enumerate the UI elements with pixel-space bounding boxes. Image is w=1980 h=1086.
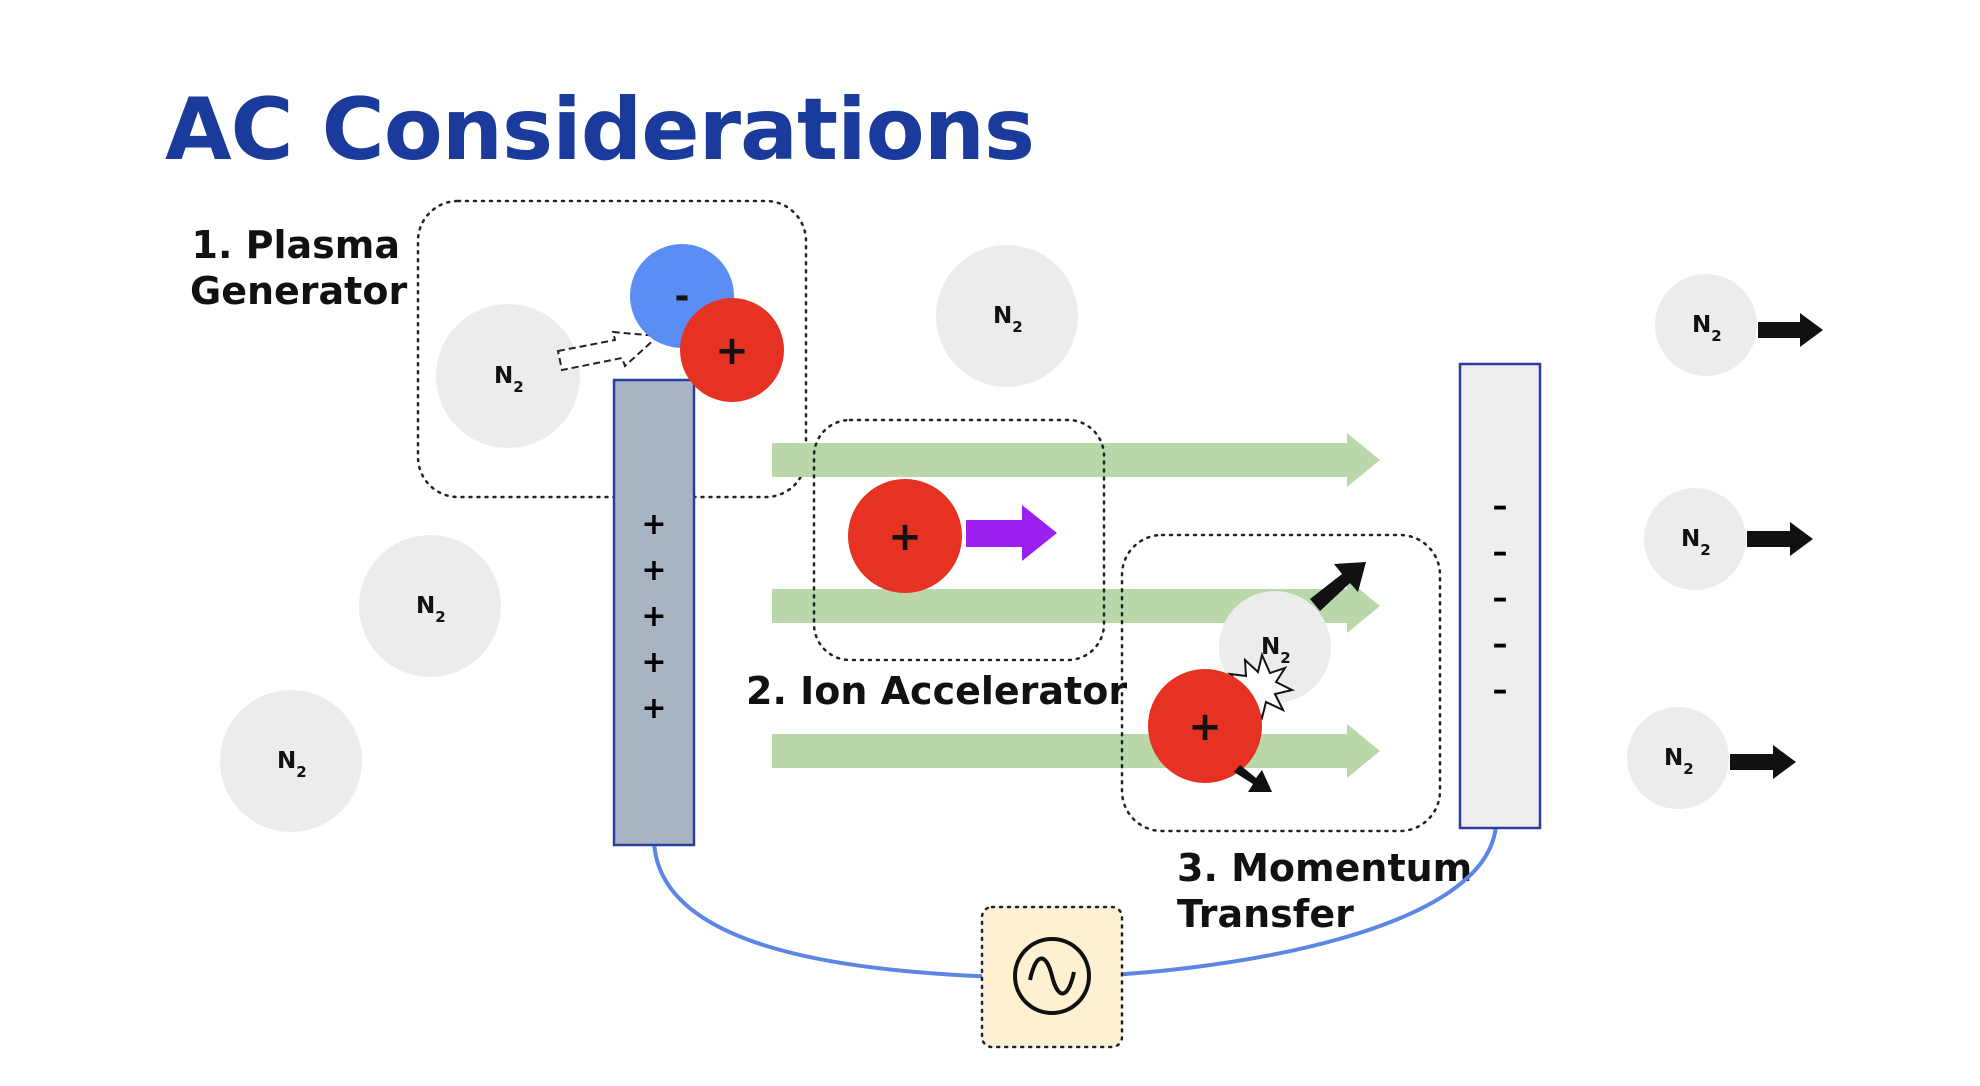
negative-charge: –: [1493, 489, 1508, 524]
n2-molecule-body: [1655, 274, 1757, 376]
n2-molecule: N2: [220, 690, 362, 832]
plasma-generator-label-line-2: Generator: [190, 269, 408, 313]
n2-molecule: N2: [1644, 488, 1746, 590]
page-title: AC Considerations: [165, 80, 1035, 180]
positive-charge: +: [641, 553, 666, 588]
n2-molecule: N2: [936, 245, 1078, 387]
n2-subscript: 2: [513, 378, 523, 396]
negative-charge: -: [675, 276, 690, 317]
positive-charge: +: [641, 599, 666, 634]
n2-molecule-body: [936, 245, 1078, 387]
plasma-generator-label: 1. Plasma Generator: [190, 222, 408, 314]
n2-subscript: 2: [1711, 327, 1721, 345]
n2-molecule: N2: [1627, 707, 1729, 809]
plasma-generator-box: [416, 199, 808, 499]
flow-arrow-bottom: [772, 724, 1380, 778]
n2-subscript: 2: [1012, 318, 1022, 336]
n2-molecule: N2: [359, 535, 501, 677]
anode-charges: + + + + +: [641, 507, 666, 726]
positive-ion: +: [848, 479, 962, 593]
positive-charge: +: [641, 645, 666, 680]
ion-accelerator-box: [812, 418, 1106, 662]
n2-molecule-body: [1627, 707, 1729, 809]
n2-molecule-body: [359, 535, 501, 677]
cathode-charges: – – – – –: [1493, 489, 1508, 708]
ion-deflection-arrow-icon: [1234, 765, 1272, 792]
positive-charge: +: [715, 328, 749, 374]
n2-molecule-body: [1644, 488, 1746, 590]
ion-accelerator-label: 2. Ion Accelerator: [746, 669, 1128, 713]
positive-charge: +: [888, 514, 922, 560]
negative-charge: –: [1493, 673, 1508, 708]
n2-subscript: 2: [296, 763, 306, 781]
n2-deflection-arrow-icon: [1310, 562, 1366, 611]
n2-molecule: N2: [1655, 274, 1757, 376]
thrust-arrow-icon: [1747, 522, 1813, 556]
negative-charge: –: [1493, 627, 1508, 662]
momentum-transfer-label-line-2: Transfer: [1177, 892, 1354, 936]
plasma-generator-label-line-1: 1. Plasma: [191, 223, 400, 267]
negative-charge: –: [1493, 581, 1508, 616]
momentum-transfer-box: [1120, 533, 1442, 833]
n2-molecule: N2: [436, 304, 580, 448]
positive-charge: +: [1188, 704, 1222, 750]
ion-velocity-arrow-icon: [966, 505, 1057, 561]
positive-ion: +: [680, 298, 784, 402]
momentum-transfer-label: 3. Momentum Transfer: [1177, 845, 1472, 937]
negative-charge: –: [1493, 535, 1508, 570]
flow-arrow-top: [772, 433, 1380, 487]
positive-charge: +: [641, 507, 666, 542]
thrust-arrow-icon: [1758, 313, 1823, 347]
n2-subscript: 2: [1700, 541, 1710, 559]
thrust-arrow-icon: [1730, 745, 1796, 779]
positive-charge: +: [641, 691, 666, 726]
n2-subscript: 2: [1280, 649, 1290, 667]
cathode-electrode: [1458, 362, 1542, 830]
n2-subscript: 2: [1683, 760, 1693, 778]
momentum-transfer-label-line-1: 3. Momentum: [1177, 846, 1473, 890]
positive-ion: +: [1148, 669, 1262, 783]
n2-subscript: 2: [435, 608, 445, 626]
n2-molecule-body: [436, 304, 580, 448]
ionization-arrow-icon: [556, 330, 661, 372]
n2-molecule-body: [220, 690, 362, 832]
anode-electrode: [612, 378, 696, 847]
ac-source-icon: [1013, 937, 1091, 1015]
